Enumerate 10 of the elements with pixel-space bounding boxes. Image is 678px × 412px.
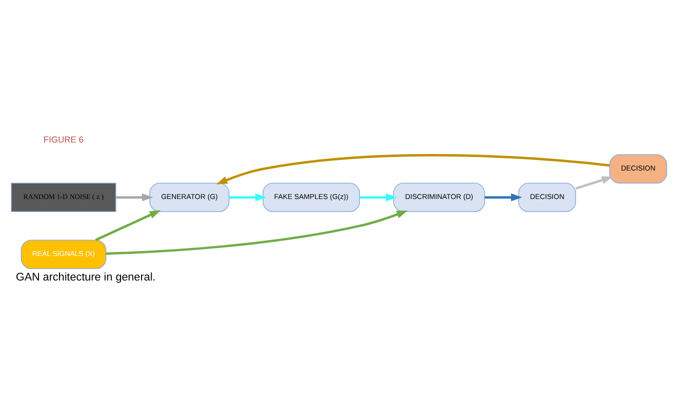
arrow bbox=[229, 193, 266, 201]
caption: GAN architecture in general. bbox=[16, 271, 156, 284]
arrow bbox=[575, 176, 614, 190]
label: FIGURE 6 bbox=[44, 134, 84, 144]
arrow bbox=[106, 210, 408, 254]
arrow bbox=[216, 154, 610, 184]
arrow bbox=[484, 193, 522, 201]
arrow bbox=[116, 193, 154, 201]
arrow bbox=[95, 210, 161, 241]
arrow bbox=[360, 193, 398, 201]
